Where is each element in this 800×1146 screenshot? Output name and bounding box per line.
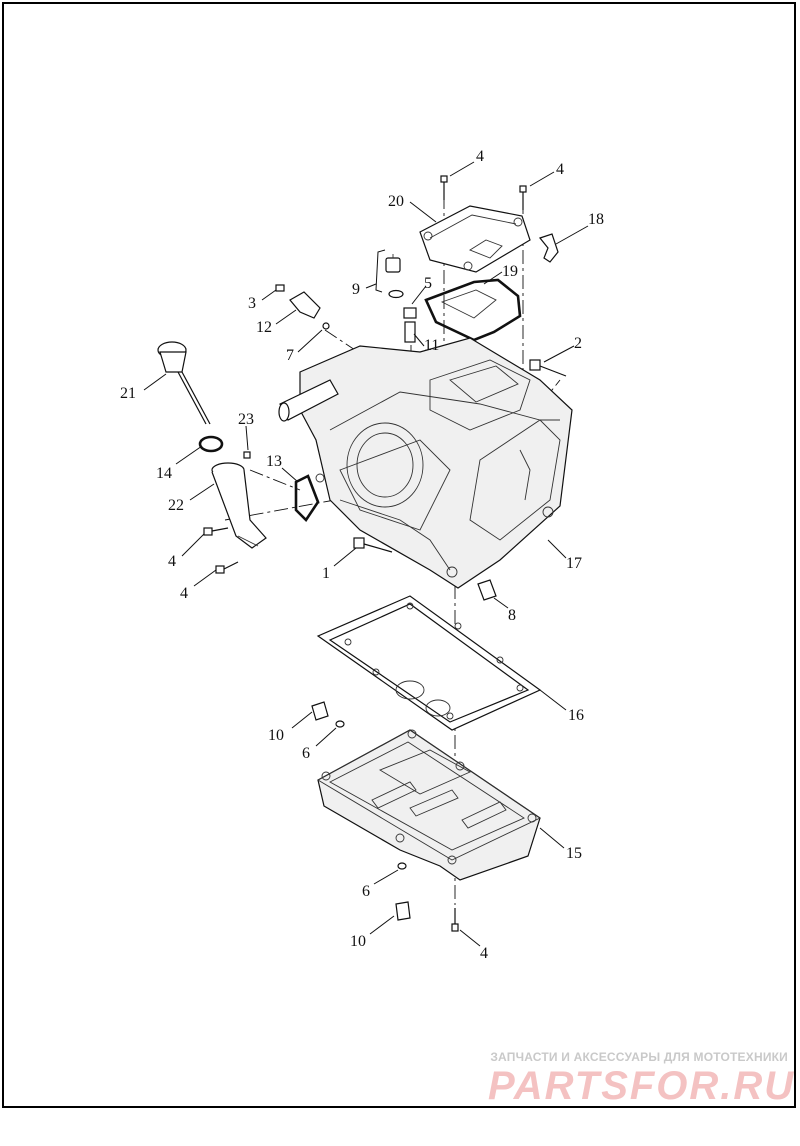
fitting-stud [403,307,417,343]
callout-4: 4 [556,161,564,178]
callout-4: 4 [180,585,188,602]
callout-4: 4 [168,553,176,570]
callout-17: 17 [566,555,582,572]
cover-bolt-right [519,185,527,210]
callout-4: 4 [480,945,488,962]
callout-21: 21 [120,385,136,402]
filler-bolt-upper [203,527,229,536]
side-gasket [294,474,320,523]
watermark-logo: PARTSFOR.RU [488,1064,796,1108]
crankcase-tube [278,379,339,422]
callout-5: 5 [424,275,432,292]
oil-pan-gasket [316,595,542,731]
callout-18: 18 [588,211,604,228]
callout-22: 22 [168,497,184,514]
callout-12: 12 [256,319,272,336]
callout-13: 13 [266,453,282,470]
cover-gasket [424,278,522,342]
filler-screw [243,451,251,459]
diagram-frame [2,2,796,1108]
callout-10: 10 [268,727,284,744]
oil-pan [317,729,541,881]
drain-plug-upper [311,701,345,728]
callout-16: 16 [568,707,584,724]
filler-tube [211,462,267,549]
filler-bolt-lower [215,561,239,574]
callout-6: 6 [302,745,310,762]
callout-7: 7 [286,347,294,364]
watermark: ЗАПЧАСТИ И АКСЕССУАРЫ ДЛЯ МОТОТЕХНИКИ PA… [488,1050,796,1108]
callout-20: 20 [388,193,404,210]
cover-bolt-left [440,175,448,200]
breather-fitting [538,233,559,263]
callout-4: 4 [476,148,484,165]
callout-6: 6 [362,883,370,900]
callout-23: 23 [238,411,254,428]
side-bolt [529,359,567,377]
callout-9: 9 [352,281,360,298]
bracket-assembly [275,284,330,330]
callout-1: 1 [322,565,330,582]
callout-15: 15 [566,845,582,862]
sensor-assembly [375,249,404,299]
leader-lines [143,161,589,947]
callout-14: 14 [156,465,172,482]
callout-2: 2 [574,335,582,352]
top-cover [419,205,531,273]
callout-11: 11 [424,337,439,354]
drain-plug-lower [395,862,411,921]
callout-10: 10 [350,933,366,950]
callout-3: 3 [248,295,256,312]
dowel [477,579,497,601]
pan-bolt [451,908,459,932]
watermark-caption: ЗАПЧАСТИ И АКСЕССУАРЫ ДЛЯ МОТОТЕХНИКИ [490,1050,788,1064]
front-bolt [353,537,393,553]
callout-8: 8 [508,607,516,624]
crankcase [299,337,573,589]
o-ring [198,435,224,453]
callout-labels: 4 4 20 18 19 9 5 3 12 7 11 2 21 23 13 14… [120,148,604,962]
dipstick [157,341,211,425]
callout-19: 19 [502,263,518,280]
